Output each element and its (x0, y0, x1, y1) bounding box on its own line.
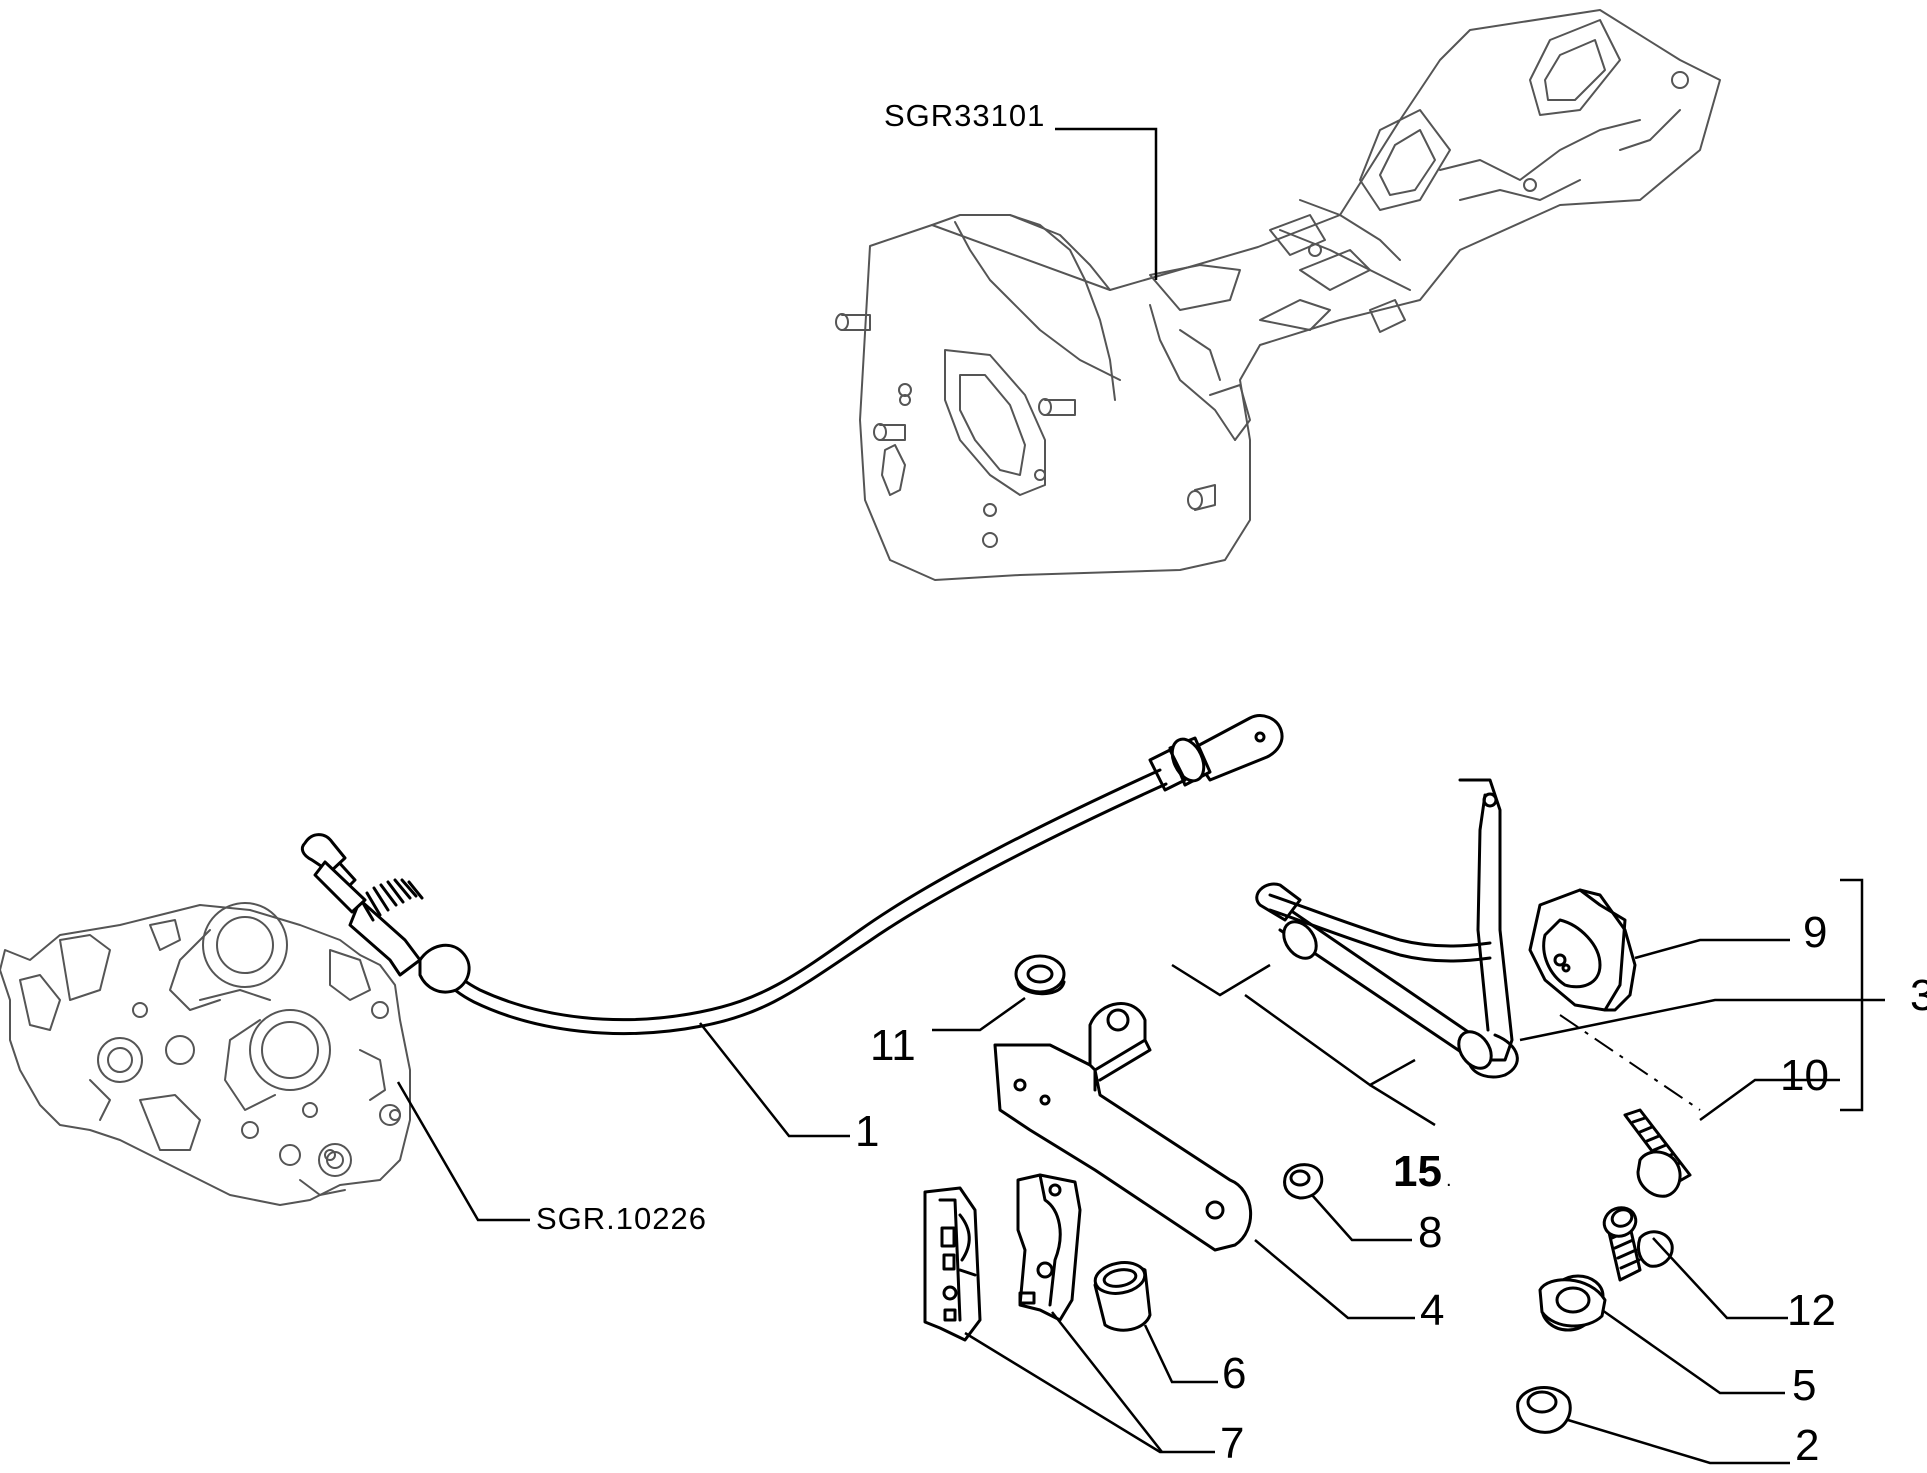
group-bracket-3 (1840, 878, 1864, 1112)
callout-leader-15-tail (1369, 1083, 1436, 1127)
callout-leader-10 (1699, 1078, 1840, 1122)
assembly-axis-line (1559, 1014, 1701, 1111)
callout-4: 4 (1420, 1286, 1444, 1335)
grommet-11 (1014, 954, 1066, 996)
bushing-5 (1538, 1274, 1607, 1332)
nut-8 (1283, 1163, 1324, 1200)
clamp-7-left (923, 1186, 982, 1342)
callout-15-dot: . (1446, 1169, 1452, 1191)
callout-11: 11 (870, 1021, 916, 1070)
reference-leader-engine (396, 1081, 530, 1222)
reference-label-transmission: SGR33101 (884, 98, 1045, 133)
callout-leader-1 (699, 1022, 850, 1138)
callout-leader-4 (1254, 1239, 1415, 1320)
transmission-housing-drawing (835, 9, 1721, 581)
callout-leader-7-left (964, 1331, 1215, 1454)
callout-leader-8 (1311, 1194, 1412, 1242)
callout-8: 8 (1418, 1208, 1442, 1257)
accelerator-cable (300, 714, 1284, 1036)
engine-block-drawing (0, 902, 411, 1206)
callout-leader-7-right (1051, 1311, 1163, 1453)
callout-leader-5 (1601, 1308, 1785, 1395)
callout-6: 6 (1222, 1349, 1246, 1398)
clamp-7-right (1016, 1173, 1082, 1322)
pedal-assembly (1255, 778, 1637, 1079)
reference-leader-transmission (1055, 127, 1158, 280)
callout-leader-12 (1652, 1237, 1788, 1320)
callout-leader-15-upper (1171, 963, 1271, 997)
nut-2 (1516, 1385, 1572, 1434)
callout-12: 12 (1787, 1286, 1836, 1335)
callout-leader-3 (1519, 998, 1885, 1042)
callout-leader-2 (1567, 1418, 1790, 1465)
reference-label-engine: SGR.10226 (536, 1201, 707, 1236)
callout-15: 15 (1393, 1147, 1442, 1196)
callout-leader-15-lower (1244, 993, 1416, 1087)
callout-1: 1 (855, 1107, 879, 1156)
bushing-6 (1093, 1261, 1152, 1332)
callout-10: 10 (1780, 1051, 1829, 1100)
callout-leader-11 (932, 996, 1026, 1032)
bracket-4 (993, 1002, 1252, 1252)
callout-2: 2 (1795, 1421, 1819, 1468)
callout-5: 5 (1792, 1361, 1816, 1410)
callout-3: 3 (1910, 971, 1927, 1020)
callout-9: 9 (1803, 908, 1827, 957)
callout-7: 7 (1220, 1419, 1244, 1468)
screw-10 (1623, 1108, 1692, 1198)
screw-12 (1602, 1206, 1674, 1282)
callout-leader-6 (1143, 1324, 1218, 1384)
callout-leader-9 (1634, 938, 1790, 960)
cable-spring (358, 878, 424, 922)
